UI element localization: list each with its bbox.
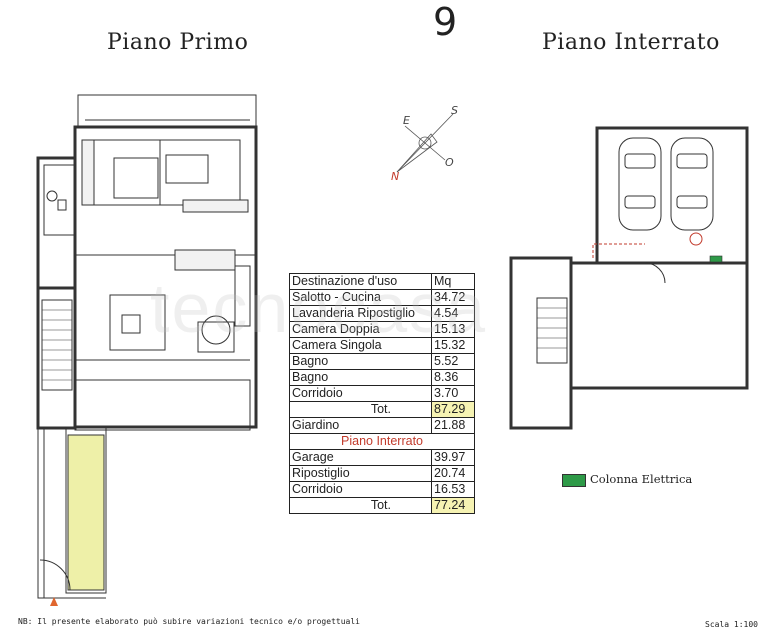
table-cell-label: Bagno — [289, 369, 432, 386]
scale-label: Scala 1:100 — [705, 620, 758, 629]
first-floor-plan — [36, 94, 258, 606]
table-cell-label: Garage — [289, 449, 432, 466]
header-mq: Mq — [431, 273, 475, 290]
table-cell-mq: 15.13 — [431, 321, 475, 338]
compass-icon: E S N O — [391, 104, 458, 183]
table-cell-mq: 5.52 — [431, 353, 475, 370]
table-cell-mq: 39.97 — [431, 449, 475, 466]
first-floor-total-row: Tot. 87.29 — [289, 401, 475, 418]
electric-column-icon — [709, 255, 723, 263]
table-cell-mq: 15.32 — [431, 337, 475, 354]
legend-swatch — [562, 474, 586, 487]
basement-total-value: 77.24 — [431, 497, 475, 514]
table-cell-label: Bagno — [289, 353, 432, 370]
basement-total-row: Tot. 77.24 — [289, 497, 475, 514]
table-cell-mq: 16.53 — [431, 481, 475, 498]
first-floor-total-value: 87.29 — [431, 401, 475, 418]
table-cell-label: Camera Singola — [289, 337, 432, 354]
table-cell-mq: 21.88 — [431, 417, 475, 434]
first-floor-title: Piano Primo — [107, 30, 249, 55]
table-cell-label: Tot. — [289, 497, 432, 514]
unit-number: 9 — [433, 0, 458, 44]
table-cell-label: Tot. — [289, 401, 432, 418]
watermark: tecnocasa — [150, 269, 488, 347]
table-cell-label: Giardino — [289, 417, 432, 434]
table-cell-label: Corridoio — [289, 481, 432, 498]
entrance-marker-icon — [50, 597, 58, 606]
table-cell-mq: 3.70 — [431, 385, 475, 402]
legend-label: Colonna Elettrica — [590, 472, 693, 486]
table-header-row: Destinazione d'uso Mq — [289, 273, 475, 290]
compass-n: N — [391, 170, 399, 183]
table-cell-mq: 34.72 — [431, 289, 475, 306]
header-destination: Destinazione d'uso — [289, 273, 432, 290]
basement-heading: Piano Interrato — [289, 433, 475, 450]
table-cell-label: Corridoio — [289, 385, 432, 402]
footer-note: NB: Il presente elaborato può subire var… — [18, 617, 360, 626]
table-cell-mq: 8.36 — [431, 369, 475, 386]
basement-heading-row: Piano Interrato — [289, 433, 475, 450]
compass-o: O — [445, 156, 454, 169]
basement-plan — [509, 126, 749, 430]
compass-s: S — [451, 104, 458, 117]
compass-e: E — [403, 114, 410, 127]
basement-title: Piano Interrato — [542, 30, 720, 55]
table-cell-mq: 20.74 — [431, 465, 475, 482]
table-cell-label: Ripostiglio — [289, 465, 432, 482]
